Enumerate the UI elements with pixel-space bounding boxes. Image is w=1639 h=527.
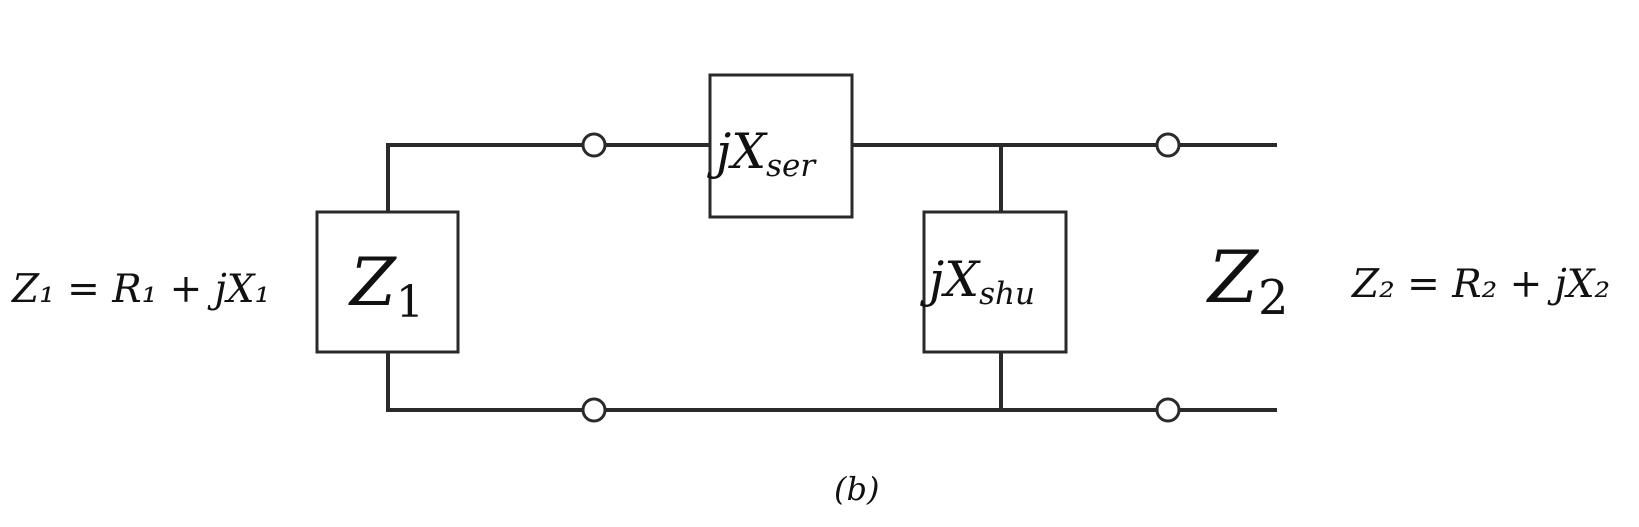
top-right-terminal <box>1155 132 1181 158</box>
shunt-reactance-symbol: jX <box>920 251 981 308</box>
bottom-left-terminal <box>581 397 607 423</box>
series-reactance-subscript: ser <box>766 148 817 184</box>
shunt-reactance-subscript: shu <box>979 276 1035 312</box>
shunt-reactance-label: jXshu <box>920 251 1035 312</box>
shunt-reactance-box <box>922 210 1068 354</box>
z2-load-label: Z2 <box>1206 235 1289 326</box>
top-left-terminal <box>581 132 607 158</box>
left-impedance-equation: Z₁ = R₁ + jX₁ <box>10 267 270 312</box>
figure-caption: (b) <box>834 470 879 508</box>
z2-subscript: 2 <box>1258 270 1289 326</box>
z1-impedance-box <box>315 210 460 354</box>
series-reactance-box <box>708 73 854 219</box>
series-reactance-symbol: jX <box>707 123 768 180</box>
z1-symbol: Z <box>348 244 397 321</box>
series-reactance-label: jXser <box>707 123 817 184</box>
z1-subscript: 1 <box>396 277 424 328</box>
z2-symbol: Z <box>1206 235 1260 319</box>
right-impedance-equation: Z₂ = R₂ + jX₂ <box>1350 262 1610 307</box>
z1-box-label: Z1 <box>348 244 424 328</box>
top-left-wire <box>386 143 585 214</box>
bottom-right-terminal <box>1155 397 1181 423</box>
